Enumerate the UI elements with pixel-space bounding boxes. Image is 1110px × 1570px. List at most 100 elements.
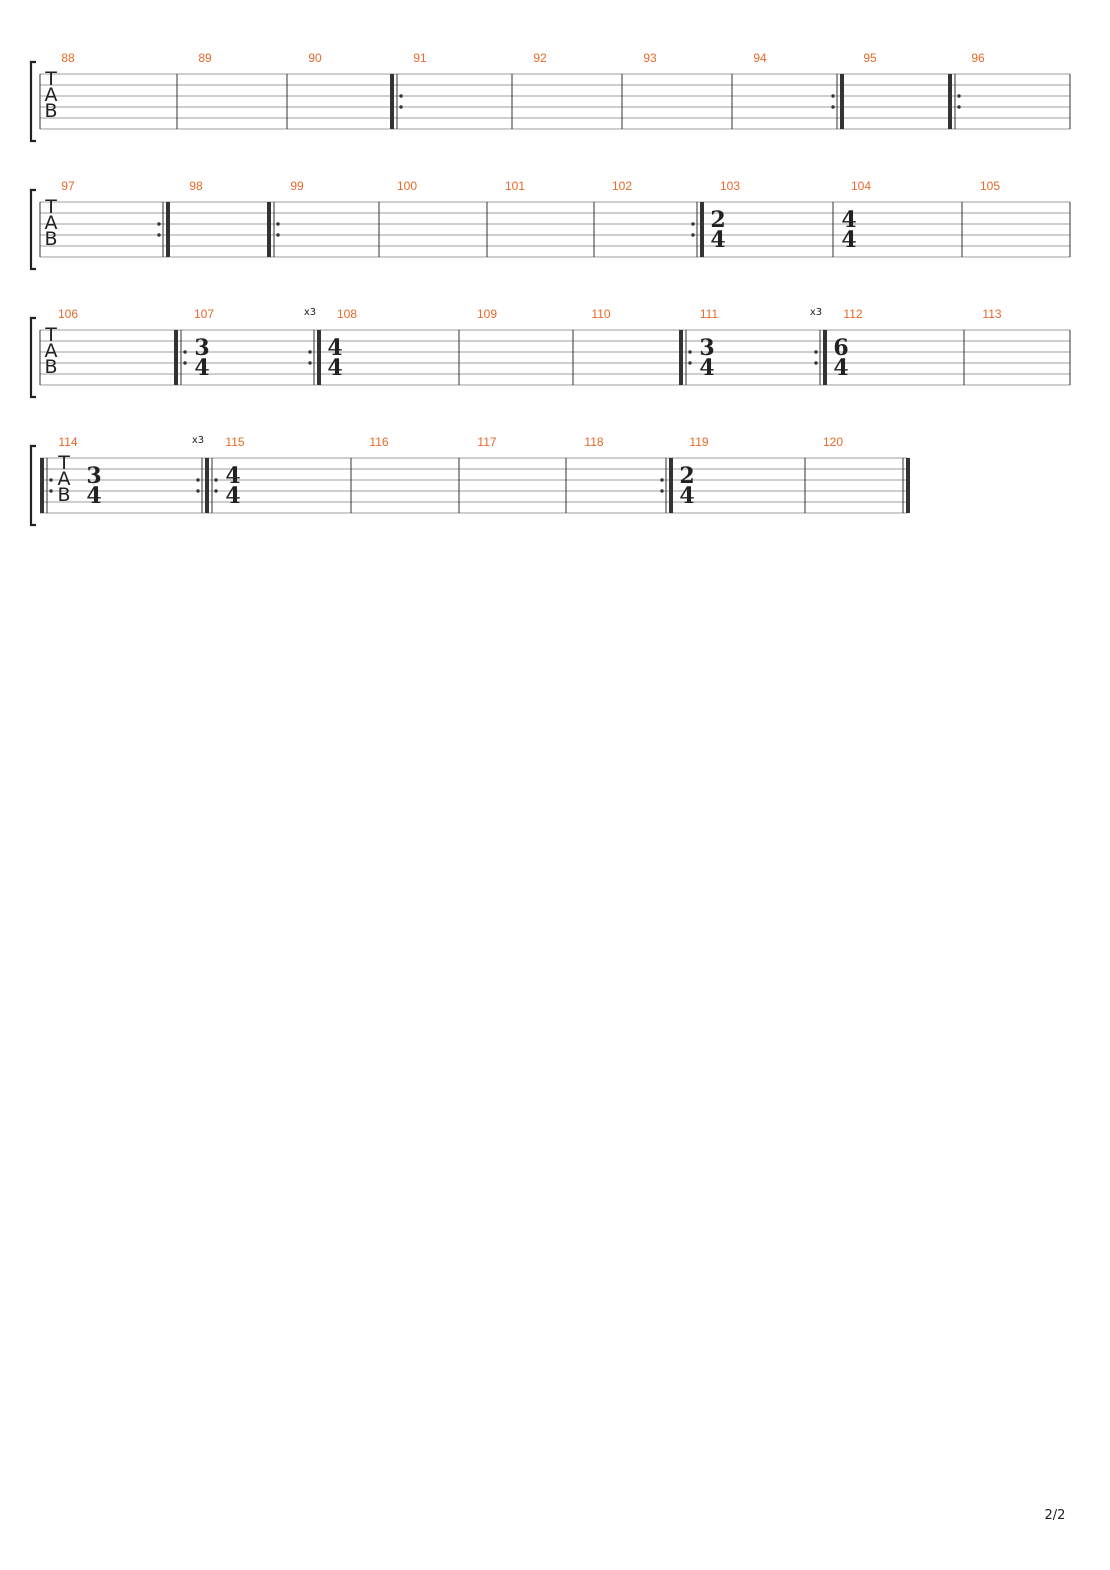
measure-number: 108 (337, 307, 357, 321)
time-signature-denominator: 4 (699, 355, 714, 381)
repeat-dot (276, 233, 280, 237)
repeat-dot (196, 478, 200, 482)
thick-barline (390, 74, 394, 129)
tab-clef-letter: T (44, 68, 57, 90)
repeat-dot (957, 94, 961, 98)
repeat-dot (214, 489, 218, 493)
repeat-dot (196, 489, 200, 493)
measure-number: 101 (505, 179, 525, 193)
thick-barline (679, 330, 683, 385)
measure-number: 97 (61, 179, 75, 193)
measure-number: 91 (413, 51, 427, 65)
measure-number: 107 (194, 307, 214, 321)
measure-number: 93 (643, 51, 657, 65)
time-signature-denominator: 4 (225, 483, 240, 509)
measure-number: 104 (851, 179, 871, 193)
time-signature-numerator: 4 (225, 463, 240, 489)
page-number: 2/2 (1044, 1508, 1066, 1523)
thick-barline (40, 458, 44, 513)
tab-clef-letter: T (44, 196, 57, 218)
measure-number: 98 (189, 179, 203, 193)
time-signature-denominator: 4 (710, 227, 725, 253)
thick-barline (700, 202, 704, 257)
measure-number: 112 (843, 307, 862, 321)
repeat-dot (691, 222, 695, 226)
repeat-dot (399, 105, 403, 109)
measure-number: 99 (290, 179, 304, 193)
thick-barline (840, 74, 844, 129)
time-signature-numerator: 3 (86, 463, 101, 489)
measure-number: 114 (58, 435, 77, 449)
repeat-count: x3 (192, 435, 204, 446)
thick-barline (174, 330, 178, 385)
time-signature-numerator: 4 (327, 335, 342, 361)
tab-clef-letter: A (45, 84, 58, 106)
measure-number: 115 (225, 435, 244, 449)
repeat-dot (157, 233, 161, 237)
repeat-dot (831, 105, 835, 109)
repeat-dot (660, 478, 664, 482)
thick-barline (317, 330, 321, 385)
thick-barline (948, 74, 952, 129)
tab-clef-letter: A (58, 468, 71, 490)
tab-clef-letter: T (44, 324, 57, 346)
repeat-dot (49, 489, 53, 493)
time-signature-denominator: 4 (86, 483, 101, 509)
repeat-dot (308, 350, 312, 354)
measure-number: 88 (61, 51, 75, 65)
repeat-dot (399, 94, 403, 98)
repeat-dot (660, 489, 664, 493)
repeat-dot (814, 361, 818, 365)
measure-number: 90 (308, 51, 322, 65)
measure-number: 102 (612, 179, 632, 193)
time-signature-denominator: 4 (833, 355, 848, 381)
tab-clef-letter: B (44, 356, 57, 378)
time-signature-numerator: 6 (833, 335, 848, 361)
repeat-dot (183, 361, 187, 365)
repeat-dot (214, 478, 218, 482)
measure-number: 113 (982, 307, 1001, 321)
measure-number: 119 (689, 435, 708, 449)
repeat-dot (157, 222, 161, 226)
tab-clef-letter: A (45, 340, 58, 362)
system-bracket (29, 188, 36, 271)
thick-barline (267, 202, 271, 257)
repeat-dot (308, 361, 312, 365)
tab-clef-letter: B (57, 484, 70, 506)
repeat-count: x3 (810, 307, 822, 318)
repeat-dot (183, 350, 187, 354)
repeat-count: x3 (304, 307, 316, 318)
repeat-dot (957, 105, 961, 109)
repeat-dot (276, 222, 280, 226)
measure-number: 96 (971, 51, 985, 65)
measure-number: 120 (823, 435, 843, 449)
system-bracket (29, 316, 36, 399)
tab-clef-letter: T (57, 452, 70, 474)
thick-barline (166, 202, 170, 257)
measure-number: 103 (720, 179, 740, 193)
tab-clef-letter: B (44, 228, 57, 250)
measure-number: 105 (980, 179, 1000, 193)
measure-number: 95 (863, 51, 877, 65)
thick-barline (205, 458, 209, 513)
measure-number: 106 (58, 307, 78, 321)
measure-number: 111 (700, 307, 719, 321)
repeat-dot (691, 233, 695, 237)
measure-number: 109 (477, 307, 497, 321)
repeat-dot (49, 478, 53, 482)
thick-barline (823, 330, 827, 385)
time-signature-numerator: 2 (710, 207, 725, 233)
measure-number: 100 (397, 179, 417, 193)
measure-number: 94 (753, 51, 767, 65)
tab-clef-letter: B (44, 100, 57, 122)
measure-number: 110 (591, 307, 610, 321)
system-bracket (29, 444, 36, 527)
system-bracket (29, 60, 36, 143)
time-signature-numerator: 3 (194, 335, 209, 361)
repeat-dot (814, 350, 818, 354)
time-signature-numerator: 4 (841, 207, 856, 233)
time-signature-denominator: 4 (679, 483, 694, 509)
repeat-dot (688, 361, 692, 365)
time-signature-denominator: 4 (194, 355, 209, 381)
